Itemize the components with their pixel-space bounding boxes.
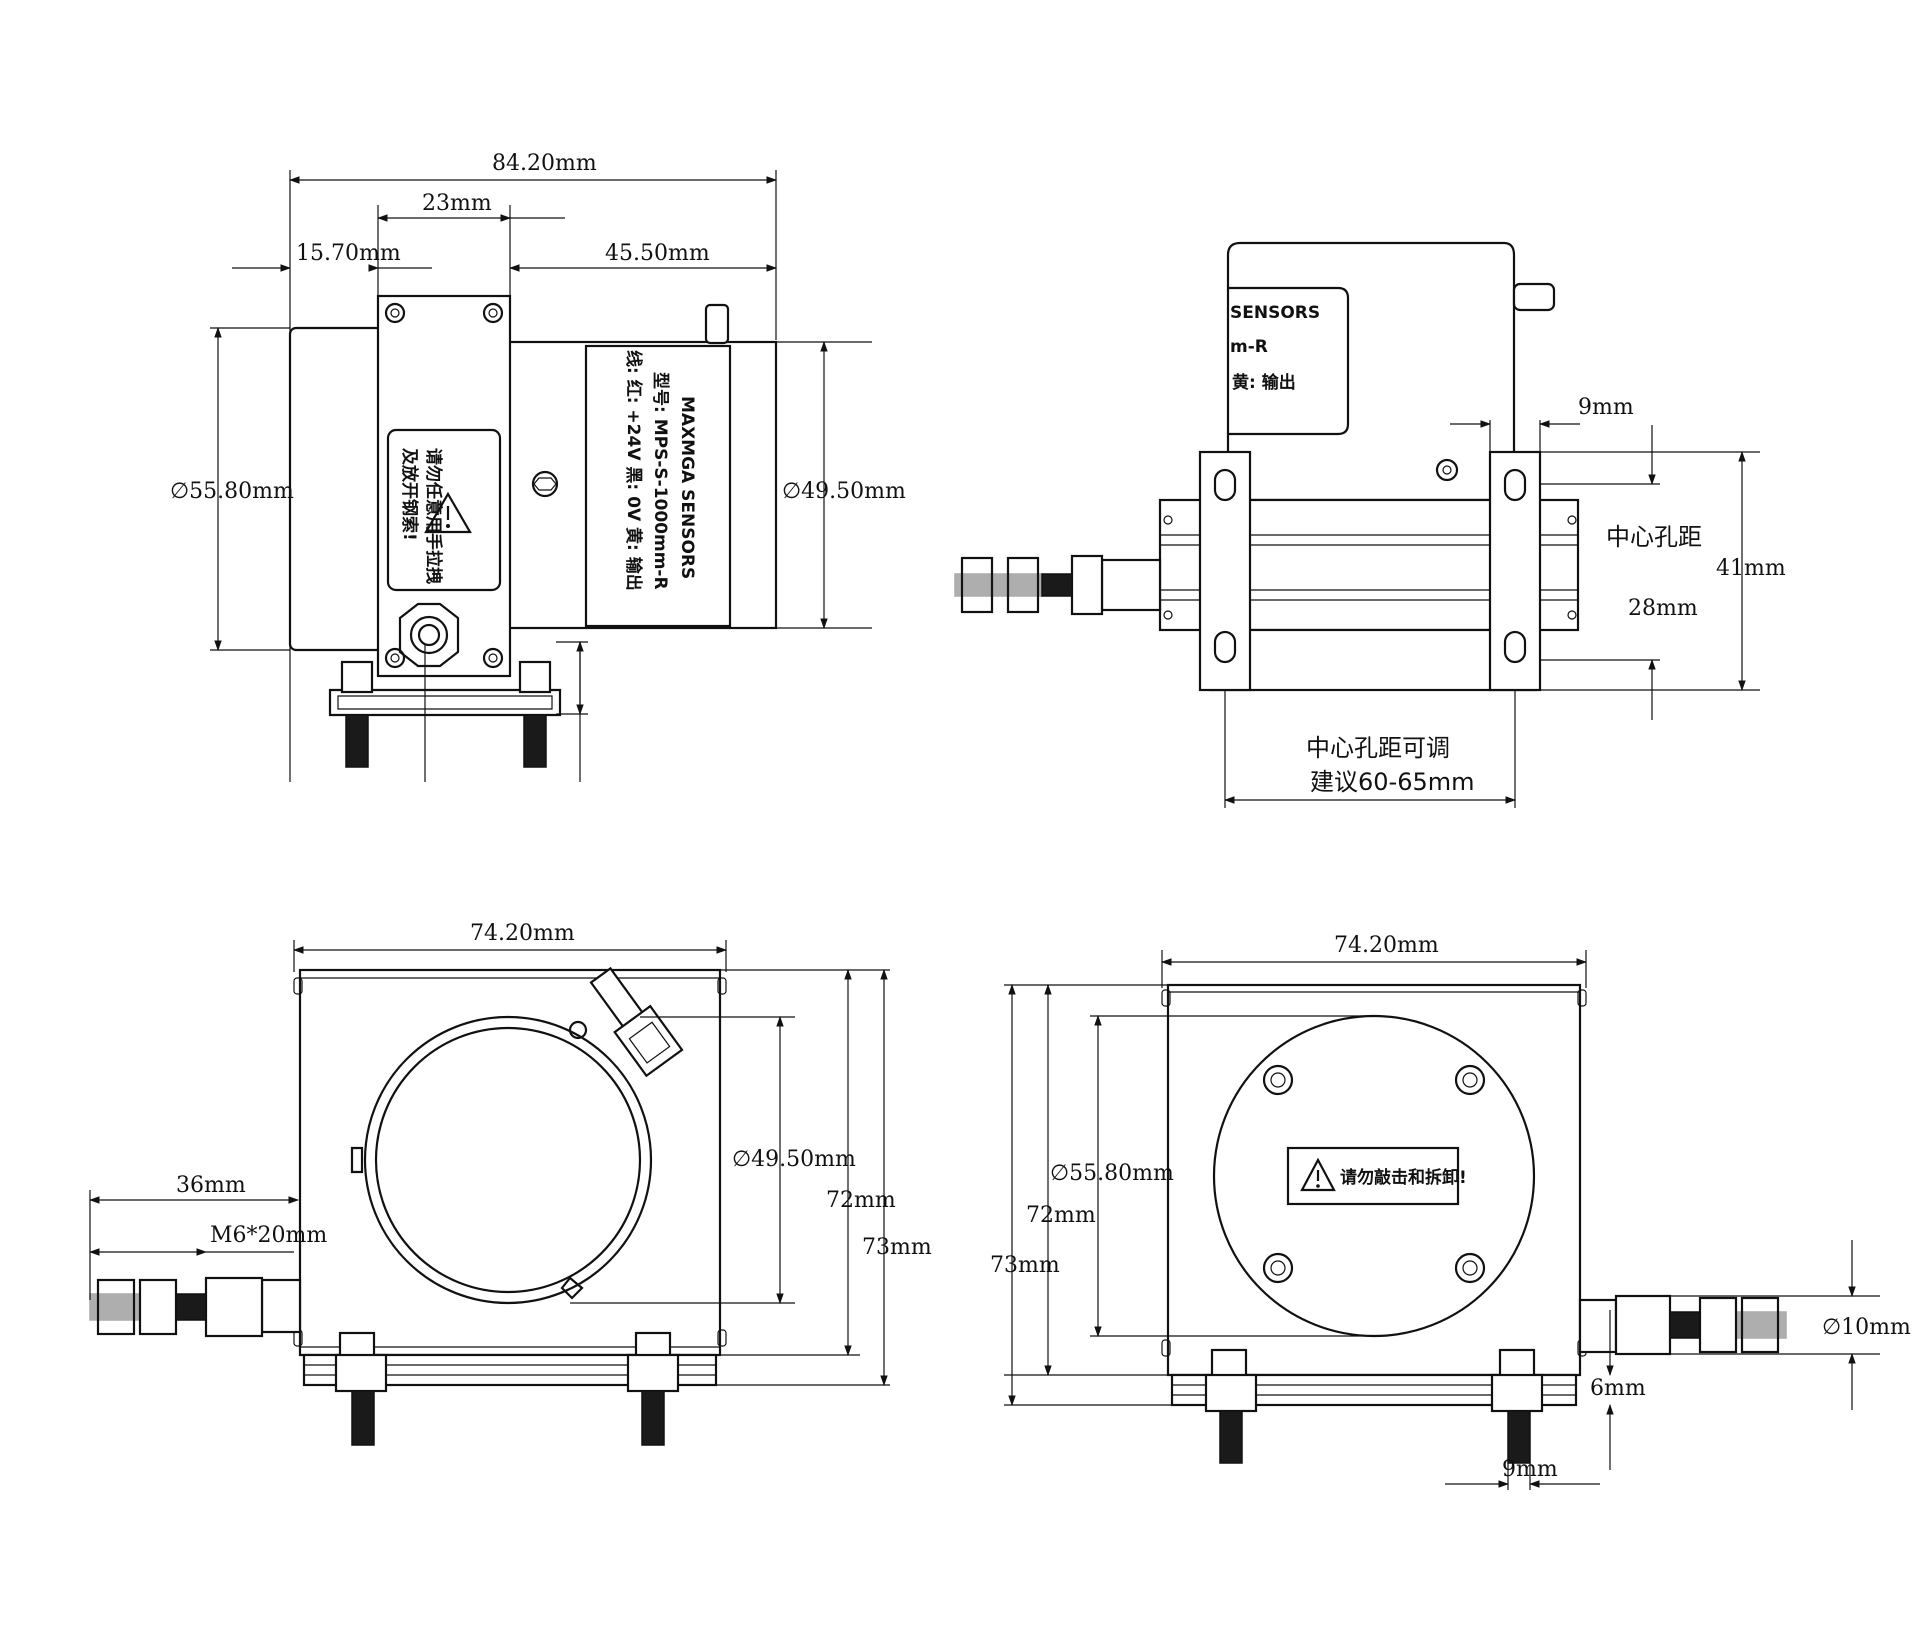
side-bracket-left — [1198, 450, 1252, 692]
rear-right-cable-fitting — [1578, 1294, 1787, 1356]
label-model: 型号: MPS-S-1000mm-R — [650, 372, 671, 590]
side-label-brand: SENSORS — [1230, 303, 1320, 323]
rear-left-drum — [363, 1015, 653, 1305]
hole-spacing-label: 中心孔距 — [1606, 523, 1702, 551]
warning-box — [386, 428, 502, 592]
side-cable-fitting — [954, 554, 1162, 616]
side-view: SENSORS m-R 黄: 输出 — [954, 241, 1786, 808]
dim-center-spacing: 28mm — [1628, 596, 1698, 621]
rear-view-right: 请勿敲击和拆卸! 74.20mm ∅55.80mm — [990, 933, 1911, 1490]
rear-warning-triangle-icon — [1300, 1157, 1336, 1192]
rear-right-warning-box — [1286, 1146, 1460, 1206]
dim-offset-left: 15.70mm — [296, 241, 401, 266]
rear-right-bolt-2 — [1507, 1410, 1531, 1464]
adjust-line-1: 中心孔距可调 — [1306, 734, 1450, 762]
rear-left-bolt-1 — [351, 1390, 375, 1446]
rear-right-housing — [1166, 983, 1582, 1377]
rear-left-cable-fitting — [89, 1276, 302, 1338]
rear-right-bolt-1 — [1219, 1410, 1243, 1464]
rear-right-pin: 9mm — [1502, 1457, 1558, 1482]
dim-total-length: 84.20mm — [492, 151, 597, 176]
rear-left-dia: ∅49.50mm — [732, 1147, 856, 1172]
right-housing — [506, 340, 778, 630]
warning-triangle-icon — [424, 491, 472, 534]
dim-outer-height: 41mm — [1716, 556, 1786, 581]
left-drum — [288, 326, 384, 652]
rear-right-inner-height: 72mm — [1026, 1203, 1096, 1228]
label-wiring: 线: 红: +24V 黑: 0V 黄: 输出 — [623, 350, 644, 591]
rear-left-outer-height: 73mm — [862, 1235, 932, 1260]
rear-left-thread: M6*20mm — [210, 1223, 327, 1248]
rear-left-bolt-2 — [641, 1390, 665, 1446]
rear-right-slot: 6mm — [1590, 1376, 1646, 1401]
screw-icon — [384, 302, 504, 669]
rear-right-dia: ∅55.80mm — [1050, 1161, 1174, 1186]
front-label-panel — [584, 344, 732, 628]
warning-line-1: 请勿任意用手拉拽 — [423, 448, 444, 584]
rear-left-inner-height: 72mm — [826, 1188, 896, 1213]
rear-left-cable-length: 36mm — [176, 1173, 246, 1198]
dim-pin-width: 9mm — [1578, 395, 1634, 420]
dim-right-length: 45.50mm — [605, 241, 710, 266]
face-screw-icon — [1262, 1064, 1486, 1284]
side-bottom-block — [1208, 628, 1537, 692]
dim-plate-width: 23mm — [422, 191, 492, 216]
center-plate — [376, 294, 512, 678]
rear-left-width: 74.20mm — [470, 921, 575, 946]
bolt-right — [523, 714, 547, 768]
top-pin — [704, 303, 730, 345]
label-brand: MAXMGA SENSORS — [677, 396, 697, 579]
side-pin — [1512, 282, 1556, 312]
side-housing — [1226, 241, 1516, 502]
dim-dia-left: ∅55.80mm — [170, 479, 294, 504]
adjust-line-2: 建议60-65mm — [1310, 768, 1475, 796]
side-hex-icon — [1435, 458, 1459, 482]
rear-right-width: 74.20mm — [1334, 933, 1439, 958]
rear-right-warning-text: 请勿敲击和拆卸! — [1340, 1167, 1467, 1188]
rear-left-pin — [589, 966, 684, 1078]
dim-dia-right: ∅49.50mm — [782, 479, 906, 504]
bolt-left — [345, 714, 369, 768]
side-label-model: m-R — [1230, 337, 1268, 357]
rear-view-left: 74.20mm ∅49.50mm 72mm 73mm 36mm M6*20mm — [88, 921, 932, 1446]
rear-right-outer-height: 73mm — [990, 1253, 1060, 1278]
cable-exit-nut — [398, 602, 460, 668]
side-label — [1228, 286, 1350, 436]
side-bracket-right — [1488, 450, 1542, 692]
hex-socket-icon — [531, 470, 559, 498]
front-view: 请勿任意用手拉拽 及放开钢索! MAXMGA SENSORS 型号: MPS-S… — [170, 151, 906, 782]
warning-line-2: 及放开钢索! — [399, 448, 420, 541]
mount-bracket — [328, 660, 562, 768]
side-label-output: 黄: 输出 — [1232, 372, 1296, 393]
rear-right-thread-dia: ∅10mm — [1822, 1315, 1911, 1340]
